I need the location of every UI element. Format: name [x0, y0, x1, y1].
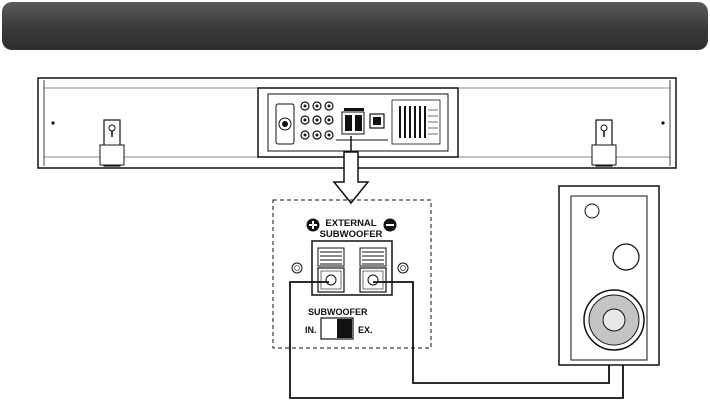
wall-bracket-right: [592, 120, 616, 166]
switch-knob[interactable]: [337, 319, 352, 338]
plus-icon: [307, 219, 320, 232]
speaker-port-icon: [585, 204, 599, 218]
screw-left: [51, 121, 54, 124]
screw-right: [661, 121, 664, 124]
mounting-hole-right: [398, 263, 408, 273]
switch-in-label: IN.: [305, 325, 317, 335]
switch-label: SUBWOOFER: [308, 307, 368, 317]
panel-title-line1: EXTERNAL: [325, 218, 376, 229]
rear-connection-panel: [258, 88, 458, 157]
subwoofer-switch[interactable]: [321, 318, 353, 339]
panel-title-line2: SUBWOOFER: [320, 229, 383, 240]
wall-bracket-left: [100, 120, 124, 166]
switch-ex-label: EX.: [358, 325, 373, 335]
mounting-hole-left: [292, 263, 302, 273]
subwoofer-terminal: [312, 241, 392, 295]
tweeter-icon: [613, 244, 639, 270]
minus-icon: [384, 219, 397, 232]
subwoofer-speaker: [559, 186, 659, 365]
